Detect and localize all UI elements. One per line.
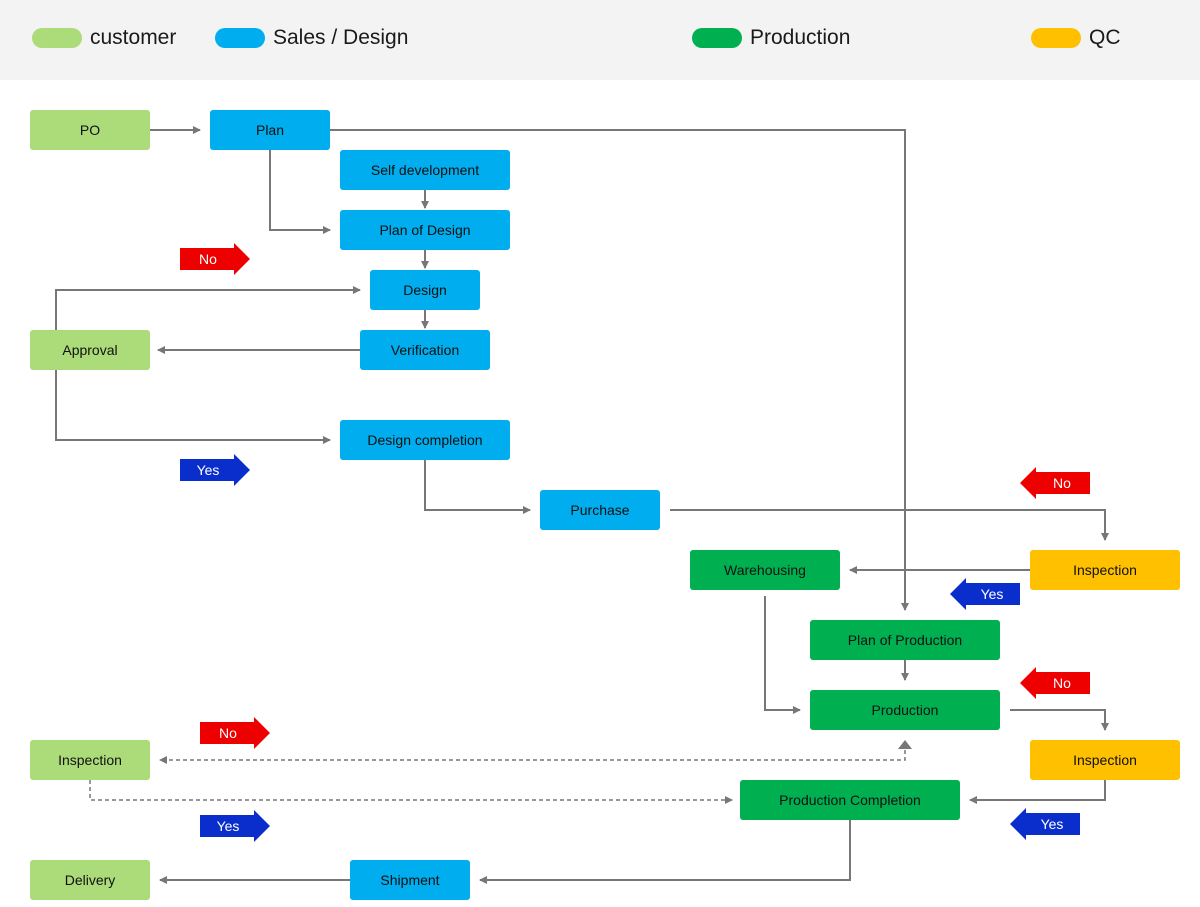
flag-arrow-shape (200, 810, 270, 842)
legend-sales-design: Sales / Design (215, 24, 408, 52)
connector-inspection-production-completion (969, 780, 1106, 804)
node-design-completion: Design completion (340, 420, 510, 460)
connector-approval-design (55, 286, 361, 330)
connector-customer-inspection-production-completion (89, 780, 733, 804)
node-inspection-qc-bottom: Inspection (1030, 740, 1180, 780)
flag-label: Yes (1040, 816, 1064, 832)
legend-production: Production (692, 24, 850, 52)
flag-no-customer-inspection: No (200, 717, 270, 749)
flag-no-production-inspection: No (1020, 667, 1090, 699)
flag-label: Yes (196, 462, 220, 478)
connector-production-inspection (1010, 709, 1109, 731)
flag-no-design-loop: No (180, 243, 250, 275)
node-purchase: Purchase (540, 490, 660, 530)
flag-no-purchase-inspection: No (1020, 467, 1090, 499)
node-inspection-customer: Inspection (30, 740, 150, 780)
legend-label-qc: QC (1089, 26, 1121, 49)
node-verification: Verification (360, 330, 490, 370)
node-design: Design (370, 270, 480, 310)
node-shipment: Shipment (350, 860, 470, 900)
connector-plan-plan-of-production (330, 129, 909, 611)
legend-swatch-customer (32, 28, 82, 48)
flag-arrow-shape (950, 578, 1020, 610)
flag-label: Yes (980, 586, 1004, 602)
flag-label: No (219, 725, 237, 741)
node-self-development: Self development (340, 150, 510, 190)
flag-yes-customer-inspection: Yes (200, 810, 270, 842)
legend-swatch-production (692, 28, 742, 48)
node-production: Production (810, 690, 1000, 730)
connector-design-completion-purchase (424, 460, 531, 514)
legend-qc: QC (1031, 24, 1121, 52)
legend-customer: customer (32, 24, 176, 52)
node-plan-of-design: Plan of Design (340, 210, 510, 250)
node-plan-of-production: Plan of Production (810, 620, 1000, 660)
node-po: PO (30, 110, 150, 150)
flag-label: Yes (216, 818, 240, 834)
connector-purchase-inspection (670, 509, 1109, 541)
connector-warehousing-production (764, 596, 801, 714)
connector-approval-design-completion (55, 370, 331, 444)
flag-yes-production-completion: Yes (1010, 808, 1080, 840)
legend-swatch-qc (1031, 28, 1081, 48)
legend-label-customer: customer (90, 26, 177, 49)
flag-arrow-shape (180, 243, 250, 275)
flag-arrow-shape (180, 454, 250, 486)
flag-yes-design-completion: Yes (180, 454, 250, 486)
node-inspection-qc-top: Inspection (1030, 550, 1180, 590)
connector-production-completion-shipment (479, 820, 851, 884)
connector-plan-plan-of-design (269, 150, 331, 234)
flag-arrow-shape (1010, 808, 1080, 840)
node-warehousing: Warehousing (690, 550, 840, 590)
node-approval: Approval (30, 330, 150, 370)
node-plan: Plan (210, 110, 330, 150)
node-production-completion: Production Completion (740, 780, 960, 820)
flag-label: No (1053, 675, 1071, 691)
flag-label: No (1053, 475, 1071, 491)
flag-label: No (199, 251, 217, 267)
flag-arrow-shape (200, 717, 270, 749)
connector-production-customer-inspection (159, 750, 906, 764)
arrowhead-into-production (898, 740, 912, 749)
legend-swatch-sales-design (215, 28, 265, 48)
node-delivery: Delivery (30, 860, 150, 900)
flag-arrow-shape (1020, 667, 1090, 699)
legend-bar: customer Sales / Design Production QC (0, 0, 1200, 80)
legend-label-sales-design: Sales / Design (273, 26, 409, 49)
flag-yes-warehousing: Yes (950, 578, 1020, 610)
legend-label-production: Production (750, 26, 851, 49)
flag-arrow-shape (1020, 467, 1090, 499)
